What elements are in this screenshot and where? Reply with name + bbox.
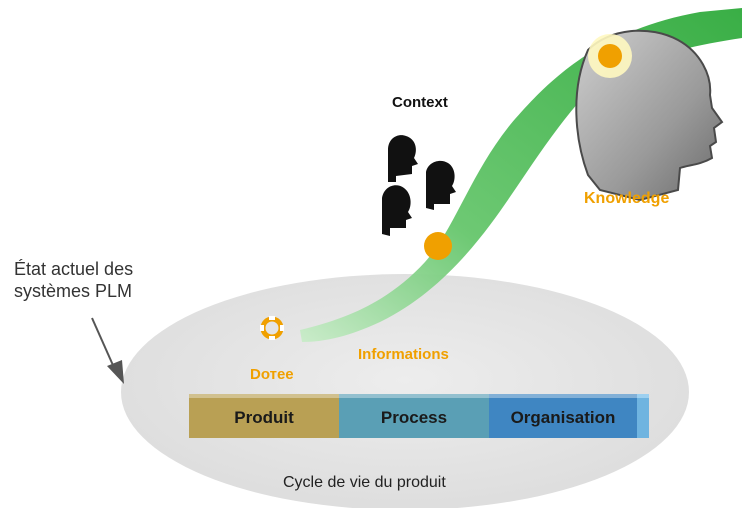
layer-produit: Produit <box>189 394 339 438</box>
progress-ribbon <box>300 8 742 342</box>
knowledge-label: Knowledge <box>584 190 670 207</box>
layer-process: Process <box>339 394 489 438</box>
lifecycle-layers: Produit Process Organisation <box>189 394 649 438</box>
current-state-note: État actuel des systèmes PLM <box>14 258 133 302</box>
layer-end-cap <box>637 394 649 438</box>
layer-organisation: Organisation <box>489 394 637 438</box>
plm-scope-ellipse <box>121 274 689 508</box>
current-state-line-1: État actuel des <box>14 259 134 279</box>
information-node <box>424 232 452 260</box>
informations-label: Informations <box>358 346 449 363</box>
arrow-icon <box>91 317 124 384</box>
context-label: Context <box>392 94 448 111</box>
people-silhouettes-icon <box>382 135 456 236</box>
current-state-line-2: systèmes PLM <box>14 281 133 301</box>
gear-teeth <box>260 316 284 340</box>
knowledge-node <box>598 44 622 68</box>
donnees-label: Dотее <box>250 366 294 383</box>
cycle-label: Cycle de vie du produit <box>283 474 446 491</box>
